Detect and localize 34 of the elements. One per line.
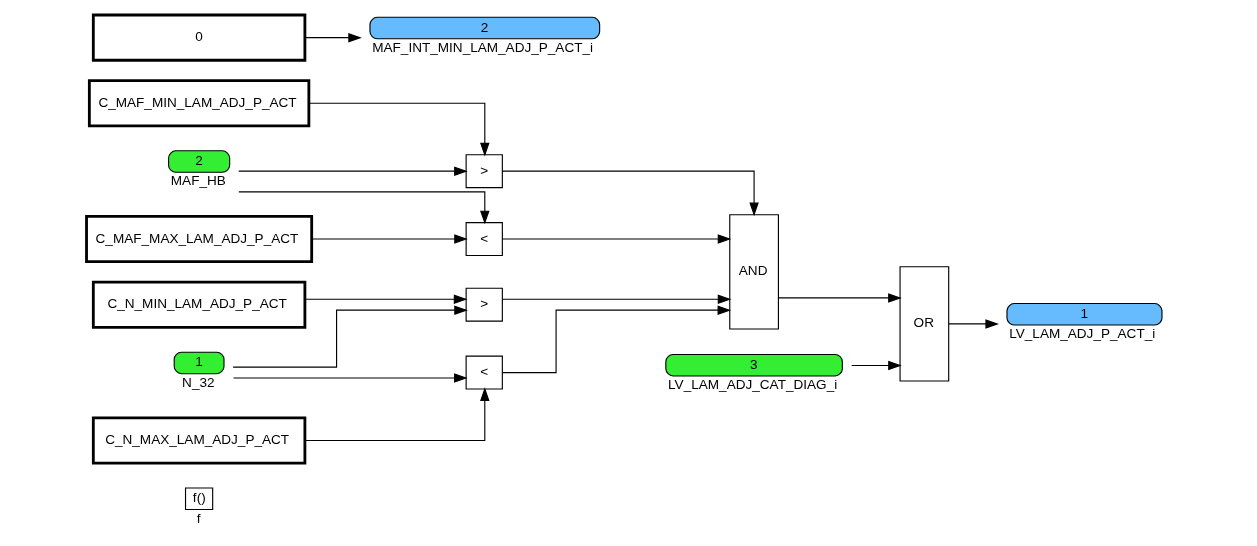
arrow [304, 387, 490, 442]
arrow [311, 234, 468, 244]
node-box: C_MAF_MAX_LAM_ADJ_P_ACT [85, 215, 314, 264]
arrow [304, 32, 362, 43]
node-box: f() [184, 487, 214, 511]
arrow [232, 305, 468, 368]
node-label: N_32 [182, 374, 215, 390]
arrow [238, 191, 490, 225]
node-box: C_N_MAX_LAM_ADJ_P_ACT [91, 416, 307, 465]
node-box: > [465, 287, 503, 322]
arrow [304, 294, 468, 304]
arrow [232, 373, 468, 383]
node-label: MAF_INT_MIN_LAM_ADJ_P_ACT_i [372, 39, 594, 55]
arrow [501, 170, 759, 217]
arrow [948, 319, 999, 329]
node-box: AND [729, 214, 779, 330]
node-box: < [465, 355, 503, 390]
node-box: C_MAF_MIN_LAM_ADJ_P_ACT [87, 79, 311, 128]
arrow [777, 293, 902, 303]
node-label: MAF_HB [170, 173, 226, 189]
node-label: LV_LAM_ADJ_P_ACT_i [1009, 326, 1156, 342]
node-box: < [465, 222, 503, 257]
arrow [501, 234, 732, 244]
arrow [501, 294, 732, 304]
node-box: C_N_MIN_LAM_ADJ_P_ACT [91, 280, 307, 329]
node-box: OR [899, 266, 950, 382]
arrow [308, 102, 490, 157]
arrow [238, 166, 468, 176]
node-label: f [196, 510, 201, 526]
node-box: > [465, 154, 503, 189]
node-label: LV_LAM_ADJ_CAT_DIAG_i [668, 377, 838, 393]
node-box: 0 [91, 13, 307, 62]
arrow [851, 360, 902, 371]
arrow [501, 305, 732, 374]
